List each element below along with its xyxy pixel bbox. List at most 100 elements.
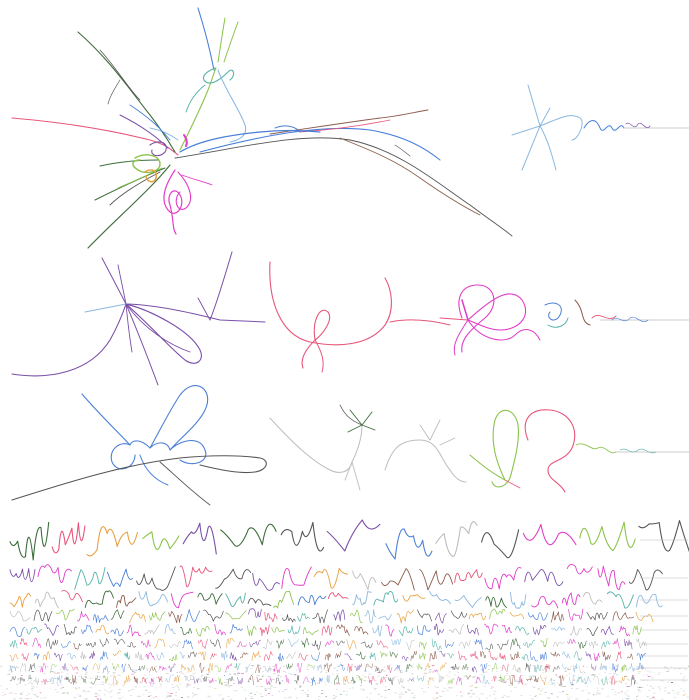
dust-mark xyxy=(192,673,195,675)
row-8 xyxy=(9,662,689,674)
dust-mark xyxy=(115,683,118,685)
dust-mark xyxy=(207,695,211,697)
dust-mark xyxy=(582,673,584,675)
dust-mark xyxy=(205,676,208,678)
dust-mark xyxy=(151,666,154,667)
dust-mark xyxy=(318,680,321,681)
dust-mark xyxy=(633,668,636,669)
dust-mark xyxy=(216,673,218,675)
small-component xyxy=(593,675,600,685)
dust-mark xyxy=(325,696,327,697)
dust-mark xyxy=(199,680,203,682)
dust-mark xyxy=(517,683,520,685)
small-component xyxy=(229,652,238,661)
small-component xyxy=(297,595,327,606)
dust-mark xyxy=(149,674,151,676)
small-component xyxy=(180,663,186,671)
small-component xyxy=(524,568,564,587)
small-component xyxy=(80,651,87,660)
dust-mark xyxy=(466,665,468,667)
edge xyxy=(149,127,179,141)
dust-mark xyxy=(678,668,681,670)
dust-mark xyxy=(539,693,542,695)
dust-mark xyxy=(305,680,307,682)
small-component xyxy=(360,641,373,649)
edge xyxy=(339,137,481,216)
small-component xyxy=(379,676,386,685)
dust-mark xyxy=(186,668,190,669)
dust-mark xyxy=(435,698,438,700)
edge xyxy=(394,144,411,157)
dust-mark xyxy=(331,673,334,675)
dust-mark xyxy=(196,680,198,681)
dust-mark xyxy=(651,677,654,679)
small-component xyxy=(512,664,521,673)
small-component xyxy=(187,651,197,658)
small-component xyxy=(408,678,414,682)
dust-mark xyxy=(403,687,405,689)
dust-mark xyxy=(245,698,247,700)
small-component xyxy=(9,654,19,662)
dust-mark xyxy=(256,691,258,693)
dust-mark xyxy=(317,682,319,684)
dust-mark xyxy=(453,669,456,670)
small-component xyxy=(195,626,210,637)
dust-mark xyxy=(89,677,93,679)
dust-mark xyxy=(177,688,180,690)
small-component xyxy=(127,641,137,648)
dust-mark xyxy=(500,676,503,678)
small-component xyxy=(485,596,507,608)
small-component xyxy=(433,623,445,636)
small-component xyxy=(474,639,483,650)
dust-mark xyxy=(550,693,553,695)
small-component xyxy=(385,624,395,637)
dust-mark xyxy=(329,667,331,669)
dust-mark xyxy=(180,697,184,698)
dust-mark xyxy=(0,685,2,687)
dust-mark xyxy=(680,688,682,690)
dust-mark xyxy=(52,681,55,683)
dust-mark xyxy=(448,687,450,689)
dust-mark xyxy=(660,680,663,681)
dust-mark xyxy=(94,693,98,694)
dust-mark xyxy=(12,676,14,678)
dust-mark xyxy=(683,680,686,682)
edge xyxy=(209,251,233,321)
dust-mark xyxy=(175,692,177,693)
edge xyxy=(175,171,192,210)
dust-mark xyxy=(345,676,348,678)
small-component xyxy=(9,626,26,637)
small-component xyxy=(240,652,249,659)
small-component xyxy=(323,663,332,673)
dust-mark xyxy=(593,668,595,669)
dust-mark xyxy=(33,694,36,695)
dust-mark xyxy=(189,674,191,676)
edge xyxy=(527,84,541,127)
dust-mark xyxy=(288,672,291,674)
dust-mark xyxy=(399,671,402,673)
small-component xyxy=(398,626,414,637)
dust-mark xyxy=(280,676,282,678)
dust-mark xyxy=(538,688,540,690)
dust-mark xyxy=(652,696,655,697)
dust-mark xyxy=(209,697,212,699)
dust-mark xyxy=(99,683,101,685)
small-component xyxy=(49,676,55,683)
dust-mark xyxy=(400,670,403,671)
small-component xyxy=(180,626,192,636)
dust-mark xyxy=(627,695,630,697)
small-component xyxy=(233,662,241,671)
small-component xyxy=(532,624,547,635)
dust-mark xyxy=(63,692,65,694)
dust-mark xyxy=(296,697,298,699)
dust-mark xyxy=(187,696,190,697)
dust-mark xyxy=(85,698,88,699)
small-component xyxy=(40,662,47,673)
small-component xyxy=(559,675,564,685)
dust-mark xyxy=(197,678,201,680)
dust-mark xyxy=(73,697,77,698)
dust-mark xyxy=(663,687,667,689)
dust-mark xyxy=(492,693,496,695)
dust-mark xyxy=(341,665,344,667)
dust-mark xyxy=(385,676,388,678)
